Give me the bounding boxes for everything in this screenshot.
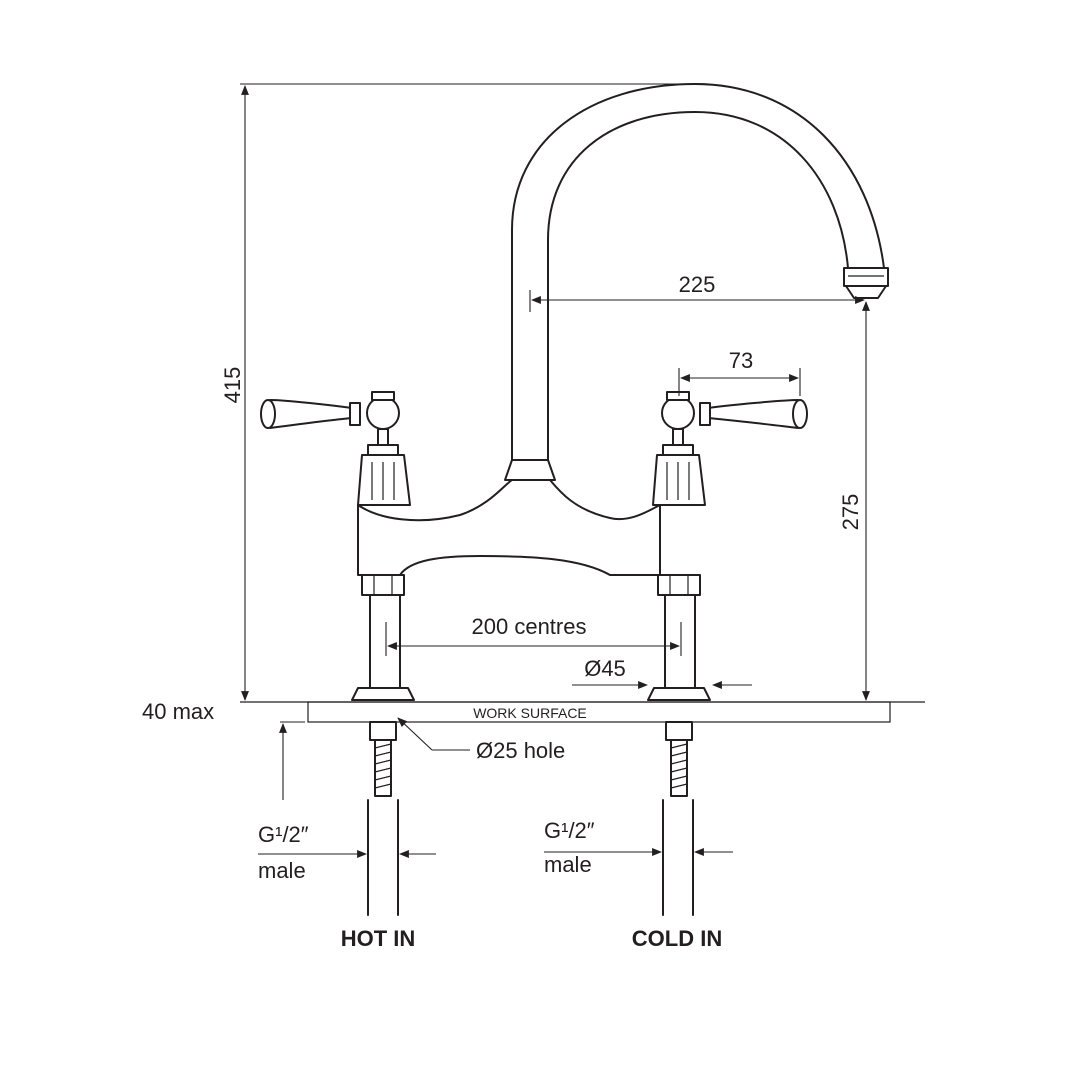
- hot-valve-head: [260, 391, 415, 916]
- work-surface: [240, 701, 925, 723]
- work-surface-label: WORK SURFACE: [473, 705, 587, 721]
- cold-valve-head: [647, 391, 808, 916]
- dimension-base-diameter-label: Ø45: [584, 656, 626, 681]
- dimension-spout-height-label: 275: [838, 494, 863, 531]
- dimension-hole-leader: [397, 717, 470, 751]
- thread-cold-size: G¹/2″: [544, 818, 595, 843]
- dimension-spout-reach-label: 225: [679, 272, 716, 297]
- dimension-overall-height-label: 415: [220, 367, 245, 404]
- dimension-lever-length: [678, 368, 801, 396]
- dimension-max-thickness: [279, 721, 305, 800]
- thread-cold-type: male: [544, 852, 592, 877]
- dimension-lever-length-label: 73: [729, 348, 753, 373]
- hot-inlet-label: HOT IN: [341, 926, 416, 951]
- bridge-body: [357, 479, 661, 576]
- cold-inlet-label: COLD IN: [632, 926, 722, 951]
- dimension-centres: [385, 622, 682, 656]
- thread-hot-size: G¹/2″: [258, 822, 309, 847]
- dimension-spout-reach: [529, 290, 865, 312]
- dimension-hole-label: Ø25 hole: [476, 738, 565, 763]
- thread-hot-type: male: [258, 858, 306, 883]
- spout: [504, 83, 889, 481]
- dimension-overall-height: [240, 83, 695, 701]
- dimension-centres-label: 200 centres: [472, 614, 587, 639]
- dimension-max-thickness-label: 40 max: [142, 699, 214, 724]
